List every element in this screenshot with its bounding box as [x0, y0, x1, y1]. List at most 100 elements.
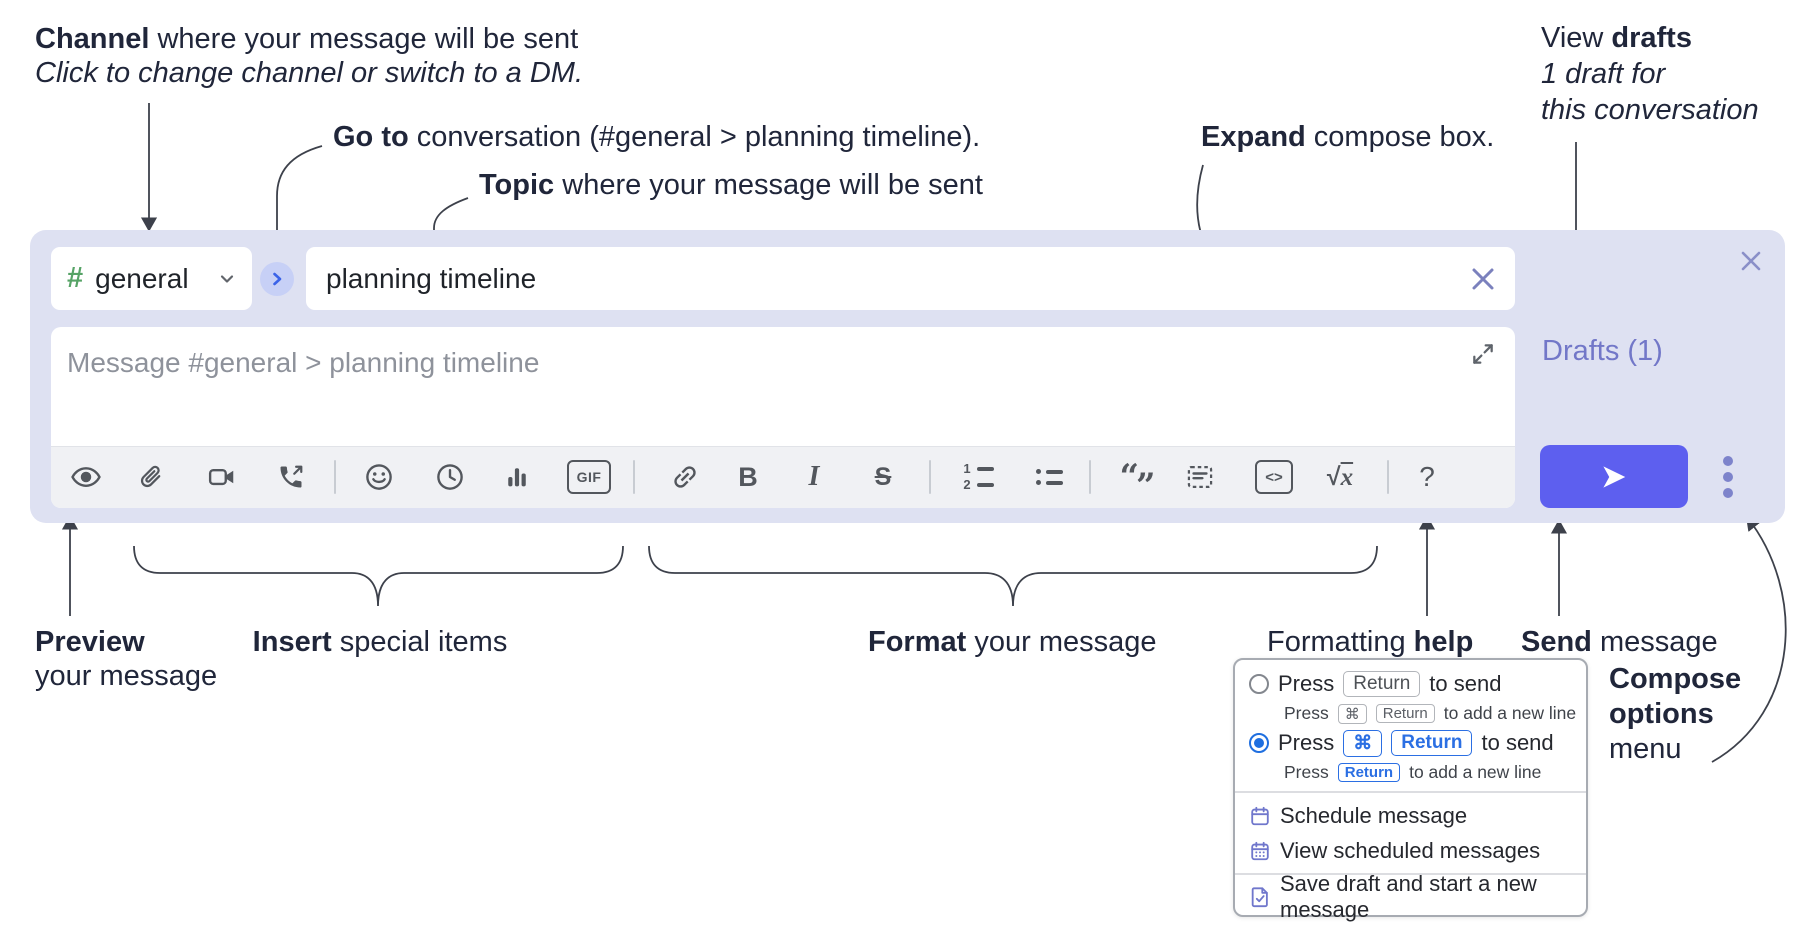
- close-compose-button[interactable]: [1731, 242, 1771, 282]
- menu-item-schedule-message[interactable]: Schedule message: [1235, 798, 1586, 833]
- strikethrough-button[interactable]: S: [861, 455, 905, 499]
- chevron-right-icon: [273, 272, 282, 286]
- toolbar-divider: [929, 460, 931, 494]
- formula-button[interactable]: √x: [1318, 455, 1362, 499]
- message-input[interactable]: [51, 327, 1515, 445]
- expand-icon: [1473, 343, 1493, 364]
- message-panel: GIF B I S: [51, 327, 1515, 508]
- ordered-list-icon: 1 2: [963, 462, 994, 491]
- ordered-list-button[interactable]: 1 2: [956, 455, 1000, 499]
- annotation-channel-rest: where your message will be sent: [149, 23, 579, 55]
- menu-option-cmd-return-to-send[interactable]: Press ⌘ Return to send: [1235, 728, 1586, 759]
- annotation-compose-options: Compose options menu: [1609, 663, 1742, 765]
- compose-options-button[interactable]: [1710, 455, 1746, 499]
- attach-file-button[interactable]: [129, 455, 173, 499]
- return-keycap: Return: [1375, 704, 1435, 724]
- kebab-dot: [1723, 456, 1733, 466]
- menu-divider: [1235, 872, 1586, 875]
- topic-input[interactable]: [306, 247, 1515, 310]
- strikethrough-icon: S: [874, 462, 892, 491]
- annotation-channel-bold: Channel: [35, 23, 150, 55]
- bold-button[interactable]: B: [726, 455, 770, 499]
- radio-selected-icon[interactable]: [1249, 733, 1269, 754]
- blockquote-icon: “”: [1119, 457, 1155, 506]
- preview-button[interactable]: [64, 455, 108, 499]
- annotation-formatting-help: Formatting help: [1267, 626, 1474, 658]
- toolbar-divider: [1387, 460, 1389, 494]
- annotation-send: Send message: [1521, 626, 1718, 658]
- gif-button[interactable]: GIF: [567, 455, 611, 499]
- formatting-toolbar: GIF B I S: [51, 446, 1515, 508]
- channel-selector-button[interactable]: # general: [51, 247, 252, 310]
- calendar-icon: [1251, 806, 1269, 825]
- insert-brace: [133, 545, 624, 607]
- draft-document-icon: [1251, 887, 1268, 908]
- bulleted-list-icon: [1035, 469, 1063, 485]
- cmd-keycap: ⌘: [1337, 703, 1367, 724]
- question-mark-icon: ?: [1419, 461, 1435, 492]
- channel-hash-icon: #: [67, 262, 84, 294]
- square-root-icon: √x: [1326, 462, 1354, 491]
- smiley-icon: [366, 464, 392, 490]
- video-clip-button[interactable]: [200, 455, 244, 499]
- expand-compose-button[interactable]: [1465, 337, 1501, 373]
- toolbar-divider: [334, 460, 336, 494]
- annotation-go-to: Go to conversation (#general > planning …: [333, 121, 981, 153]
- send-button[interactable]: [1540, 445, 1688, 508]
- video-camera-icon: [208, 468, 234, 486]
- annotation-preview: Preview your message: [35, 626, 218, 692]
- kebab-dot: [1723, 472, 1733, 482]
- annotation-format: Format your message: [868, 626, 1157, 658]
- link-button[interactable]: [663, 455, 707, 499]
- channel-name: general: [95, 262, 189, 294]
- return-keycap: Return: [1391, 730, 1473, 757]
- drafts-link[interactable]: Drafts (1): [1542, 335, 1663, 367]
- kebab-dot: [1723, 488, 1733, 498]
- bar-chart-icon: [508, 468, 526, 487]
- audio-call-button[interactable]: [269, 455, 313, 499]
- send-icon: [1603, 465, 1626, 488]
- annotation-expand: Expand compose box.: [1201, 121, 1495, 153]
- code-block-button[interactable]: [1178, 455, 1222, 499]
- close-icon: [1472, 268, 1494, 290]
- toolbar-divider: [633, 460, 635, 494]
- compose-options-menu: Press Return to send Press ⌘ Return to a…: [1233, 658, 1588, 922]
- blockquote-button[interactable]: “”: [1114, 455, 1158, 506]
- cmd-keycap: ⌘: [1343, 729, 1383, 757]
- eye-icon: [71, 467, 101, 487]
- close-icon: [1741, 251, 1761, 270]
- formatting-help-button[interactable]: ?: [1405, 455, 1449, 499]
- calendar-grid-icon: [1251, 841, 1269, 860]
- phone-forward-icon: [280, 465, 303, 488]
- menu-item-save-draft[interactable]: Save draft and start a new message: [1235, 871, 1586, 922]
- bold-icon: B: [738, 461, 758, 492]
- menu-option-cmd-return-to-send-hint: Press Return to add a new line: [1284, 761, 1542, 782]
- menu-divider: [1235, 791, 1586, 794]
- menu-option-return-to-send-hint: Press ⌘ Return to add a new line: [1284, 703, 1577, 724]
- clear-topic-button[interactable]: [1465, 261, 1501, 297]
- code-block-icon: [1187, 465, 1213, 489]
- radio-unselected-icon[interactable]: [1249, 674, 1269, 695]
- format-brace: [648, 545, 1378, 607]
- menu-option-return-to-send[interactable]: Press Return to send: [1235, 669, 1586, 700]
- emoji-button[interactable]: [357, 455, 401, 499]
- recent-history-button[interactable]: [428, 455, 472, 499]
- menu-item-view-scheduled-messages[interactable]: View scheduled messages: [1235, 833, 1586, 868]
- annotation-insert: Insert special items: [252, 626, 508, 658]
- poll-button[interactable]: [495, 455, 539, 499]
- code-button[interactable]: <>: [1252, 455, 1296, 499]
- return-keycap: Return: [1343, 671, 1421, 698]
- bulleted-list-button[interactable]: [1027, 455, 1071, 499]
- italic-button[interactable]: I: [792, 455, 836, 499]
- compose-box: # general: [30, 230, 1785, 523]
- clock-icon: [437, 464, 463, 490]
- link-icon: [674, 466, 696, 488]
- chevron-down-icon: [220, 274, 234, 283]
- topic-field-wrap: [306, 247, 1515, 310]
- toolbar-divider: [1089, 460, 1091, 494]
- return-keycap: Return: [1337, 762, 1401, 782]
- annotation-channel-line2: Click to change channel or switch to a D…: [35, 57, 584, 89]
- annotation-channel: Channel where your message will be sent …: [35, 22, 583, 90]
- go-to-conversation-button[interactable]: [260, 262, 294, 296]
